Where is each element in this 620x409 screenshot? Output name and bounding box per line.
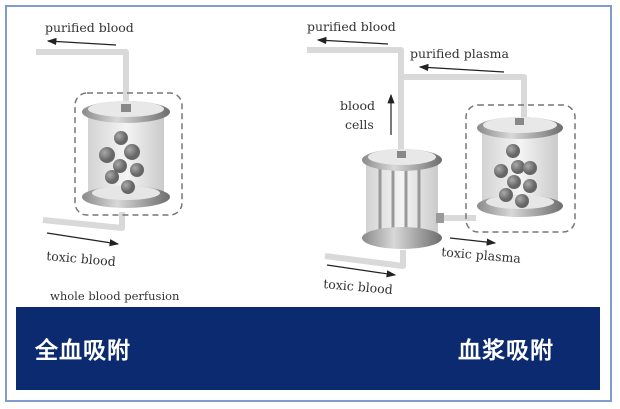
right-inflow-arrow xyxy=(326,264,397,278)
blood-cells-label-line1: blood xyxy=(340,98,375,113)
whole-blood-perfusion-caption: whole blood perfusion xyxy=(50,289,180,303)
toxic-plasma-arrow xyxy=(449,237,497,246)
toxic-plasma-label: toxic plasma xyxy=(441,244,522,266)
right-toxic-blood-label: toxic blood xyxy=(323,276,394,297)
left-toxic-blood-label: toxic blood xyxy=(46,248,117,269)
whole-blood-adsorber-column xyxy=(82,101,170,208)
whole-blood-adsorption-title: 全血吸附 xyxy=(35,338,131,364)
right-outflow-arrow xyxy=(316,36,389,45)
whole-blood-tubing xyxy=(36,49,129,231)
left-purified-blood-label: purified blood xyxy=(45,20,134,35)
adsorber-dashed-outline xyxy=(74,92,183,216)
plasma-adsorber-dashed-outline xyxy=(465,104,576,233)
adsorbent-beads xyxy=(494,144,537,208)
left-inflow-arrow xyxy=(46,232,120,247)
frame-border xyxy=(5,5,612,402)
plasma-adsorption-title: 血浆吸附 xyxy=(458,338,554,364)
plasma-tubing xyxy=(307,47,527,269)
plasma-return-arrow xyxy=(418,63,505,73)
adsorbent-beads xyxy=(99,131,144,194)
right-purified-blood-label: purified blood xyxy=(307,19,396,34)
title-band: 全血吸附 血浆吸附 xyxy=(16,307,600,390)
left-outflow-arrow xyxy=(46,37,117,46)
blood-cells-label-line2: cells xyxy=(345,117,374,132)
purified-plasma-label: purified plasma xyxy=(410,46,509,61)
plasma-separator-column xyxy=(362,149,444,249)
plasma-adsorber-column xyxy=(477,117,563,217)
